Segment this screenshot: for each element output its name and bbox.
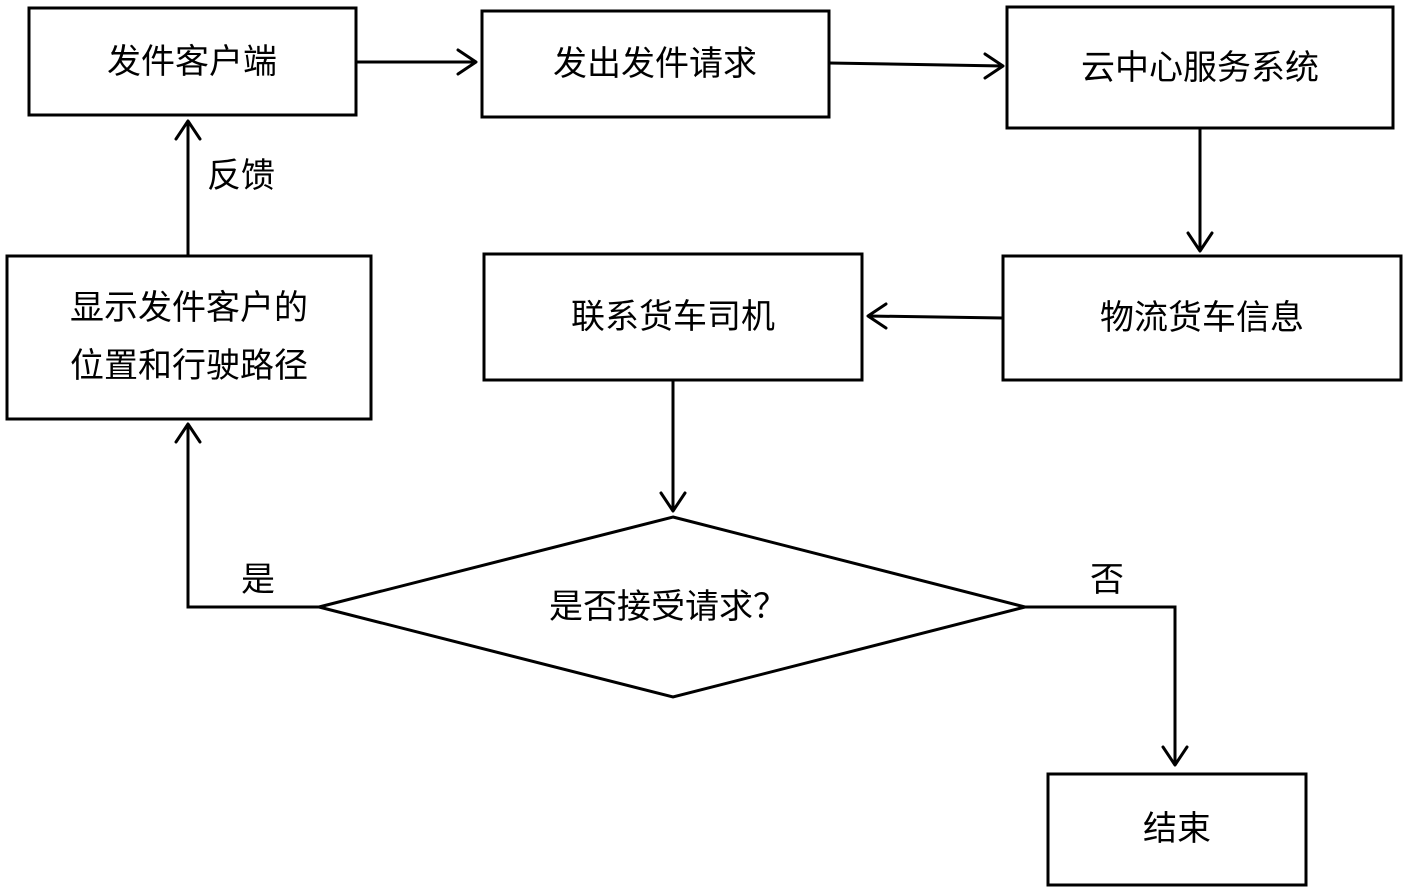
- node-truck-info-label: 物流货车信息: [1100, 298, 1304, 338]
- node-send-request-label: 发出发件请求: [553, 44, 757, 84]
- node-show-location-label-line2: 位置和行驶路径: [70, 346, 308, 386]
- node-decision-label: 是否接受请求？: [549, 587, 787, 627]
- node-truck-info: 物流货车信息: [1001, 254, 1403, 382]
- node-decision: 是否接受请求？: [318, 515, 1026, 699]
- node-end: 结束: [1046, 772, 1308, 887]
- node-show-location: 显示发件客户的 位置和行驶路径: [5, 254, 373, 421]
- edge-cloud-to-truck-info: [1186, 128, 1214, 253]
- edge-show-to-client: [174, 119, 202, 256]
- node-contact-driver-label: 联系货车司机: [571, 297, 775, 337]
- node-show-location-label-line1: 显示发件客户的: [70, 288, 308, 328]
- edge-label-feedback: 反馈: [207, 156, 275, 196]
- node-end-label: 结束: [1143, 809, 1211, 849]
- edge-decision-yes-to-show: [174, 422, 319, 609]
- node-cloud-service-label: 云中心服务系统: [1081, 48, 1319, 88]
- edge-label-no: 否: [1090, 560, 1124, 600]
- node-send-client: 发件客户端: [27, 6, 358, 117]
- node-send-request: 发出发件请求: [480, 9, 831, 119]
- node-send-client-label: 发件客户端: [107, 42, 277, 82]
- edge-label-yes: 是: [241, 560, 275, 600]
- edge-decision-no-to-end: [1025, 605, 1189, 767]
- edge-request-to-cloud: [828, 52, 1005, 80]
- node-contact-driver: 联系货车司机: [482, 252, 864, 382]
- edge-truck-info-to-driver: [866, 302, 1004, 330]
- node-cloud-service: 云中心服务系统: [1005, 5, 1395, 130]
- edge-client-to-request: [356, 48, 478, 76]
- edge-driver-to-decision: [659, 380, 687, 513]
